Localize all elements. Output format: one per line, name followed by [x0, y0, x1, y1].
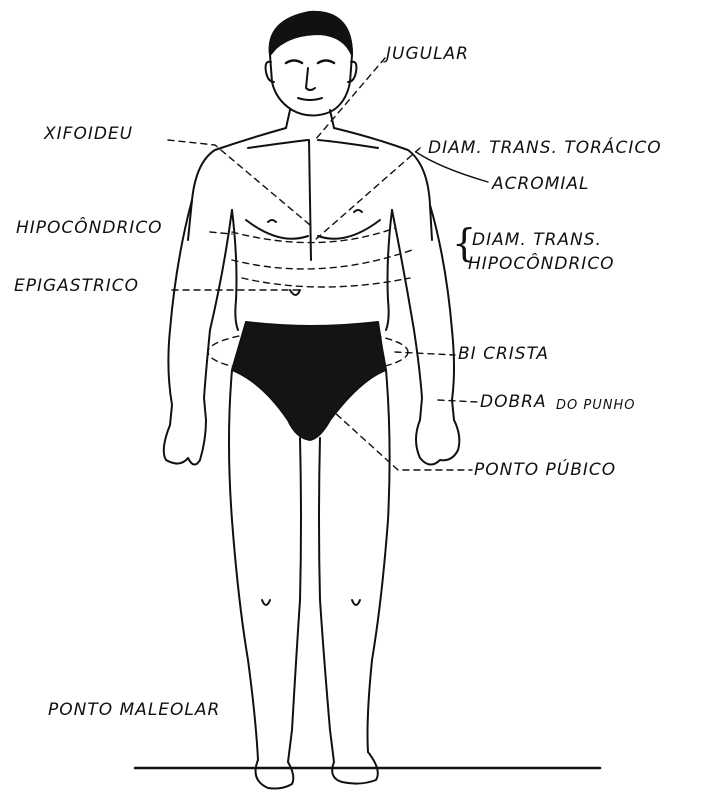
label-ponto-pubico: PONTO PÚBICO	[474, 462, 616, 479]
label-dobra: DOBRA	[480, 394, 547, 411]
label-diam-trans-toracico: DIAM. TRANS. TORÁCICO	[428, 140, 662, 157]
briefs	[232, 322, 386, 440]
label-do-punho: DO PUNHO	[556, 399, 635, 412]
label-xifoideu: XIFOIDEU	[44, 126, 133, 143]
label-ponto-maleolar: PONTO MALEOLAR	[48, 702, 220, 719]
label-hipocondrico: HIPOCÔNDRICO	[16, 220, 163, 237]
label-hipocondrico-2: HIPOCÔNDRICO	[468, 256, 615, 273]
label-diam-trans: DIAM. TRANS.	[472, 232, 602, 249]
label-acromial: ACROMIAL	[492, 176, 589, 193]
label-bi-crista: BI CRISTA	[458, 346, 549, 363]
label-jugular: JUGULAR	[386, 46, 469, 63]
label-epigastrico: EPIGASTRICO	[14, 278, 139, 295]
head	[266, 12, 357, 116]
